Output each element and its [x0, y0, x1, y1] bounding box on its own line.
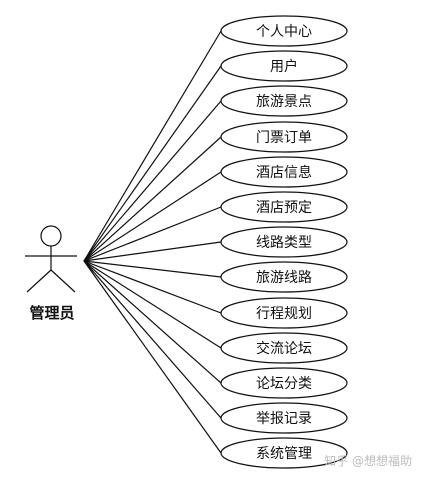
association-line: [83, 260, 222, 314]
association-line: [83, 260, 222, 419]
use-case-ellipse: [220, 297, 348, 329]
use-case-label: 旅游线路: [256, 270, 312, 286]
use-case-ellipse: [220, 226, 348, 258]
use-case-label: 论坛分类: [256, 376, 312, 392]
use-case: 系统管理: [220, 437, 348, 469]
use-case: 门票订单: [220, 121, 348, 153]
association-line: [83, 260, 222, 349]
association-line: [83, 65, 222, 262]
use-case-label: 酒店预定: [256, 200, 312, 216]
use-case-ellipse: [220, 437, 348, 469]
watermark-text: 知乎 @想想福助: [324, 453, 412, 468]
use-case-ellipse: [220, 121, 348, 153]
actor-right-leg: [50, 269, 76, 293]
use-case: 用户: [220, 50, 348, 82]
association-line: [83, 260, 222, 384]
use-case-label: 系统管理: [256, 446, 312, 462]
association-lines: [83, 30, 222, 454]
use-case: 论坛分类: [220, 367, 348, 399]
actor-label: 管理员: [29, 304, 74, 322]
association-line: [83, 260, 222, 454]
use-case: 线路类型: [220, 226, 348, 258]
use-case-ellipse: [220, 261, 348, 293]
use-case-ellipse: [220, 50, 348, 82]
association-line: [83, 136, 222, 262]
use-case: 举报记录: [220, 402, 348, 434]
actor-head: [40, 225, 62, 247]
actor-figure: 管理员: [25, 225, 77, 322]
use-case-label: 线路类型: [256, 235, 312, 251]
use-case-ellipse: [220, 85, 348, 117]
use-case-label: 行程规划: [256, 306, 312, 322]
use-case: 旅游景点: [220, 85, 348, 117]
use-case-ellipse: [220, 15, 348, 47]
association-line: [83, 171, 222, 262]
association-line: [83, 260, 222, 278]
use-case: 酒店预定: [220, 191, 348, 223]
use-case-ellipse: [220, 191, 348, 223]
use-case-label: 交流论坛: [256, 340, 312, 357]
actor-left-leg: [26, 269, 52, 293]
use-case-ellipse: [220, 332, 348, 364]
use-case: 酒店信息: [220, 156, 348, 188]
use-case-label: 用户: [270, 58, 298, 75]
use-case-list: 个人中心用户旅游景点门票订单酒店信息酒店预定线路类型旅游线路行程规划交流论坛论坛…: [220, 15, 348, 469]
association-line: [83, 30, 222, 262]
use-case-label: 酒店信息: [256, 164, 312, 181]
use-case: 行程规划: [220, 297, 348, 329]
association-line: [83, 206, 222, 262]
use-case: 旅游线路: [220, 261, 348, 293]
use-case-label: 门票订单: [256, 130, 312, 146]
use-case-label: 个人中心: [256, 24, 312, 40]
use-case-ellipse: [220, 367, 348, 399]
use-case: 交流论坛: [220, 332, 348, 364]
association-line: [83, 100, 222, 262]
association-line: [83, 241, 222, 262]
use-case-label: 旅游景点: [256, 94, 312, 110]
use-case-ellipse: [220, 156, 348, 188]
use-case-ellipse: [220, 402, 348, 434]
use-case-label: 举报记录: [256, 411, 312, 427]
use-case: 个人中心: [220, 15, 348, 47]
